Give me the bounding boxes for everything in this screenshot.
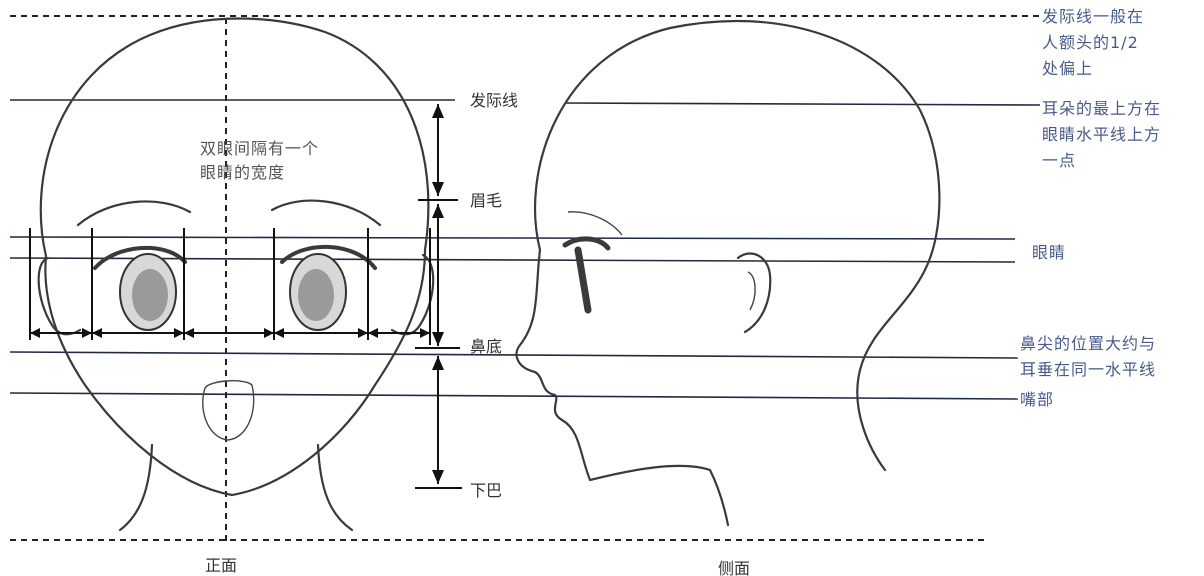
left-eye-pupil bbox=[132, 269, 168, 321]
side-view-label: 侧面 bbox=[718, 559, 750, 576]
eye-guide bbox=[9, 257, 1016, 263]
nose-tip-note-line-1: 鼻尖的位置大约与 bbox=[1020, 334, 1156, 353]
ear-top-note-line-3: 一点 bbox=[1042, 151, 1076, 170]
nose-base-label: 鼻底 bbox=[470, 337, 502, 356]
hairline-label: 发际线 bbox=[470, 91, 518, 110]
hairline-guide-side bbox=[564, 102, 1041, 106]
hairline-note-line-3: 处偏上 bbox=[1042, 59, 1093, 78]
eye-width-measure bbox=[29, 228, 431, 345]
hairline-note-line-1: 发际线一般在 bbox=[1042, 7, 1144, 26]
eye-gap-note-line-2: 眼睛的宽度 bbox=[200, 163, 285, 182]
side-face bbox=[515, 19, 941, 527]
vertical-proportion-arrows bbox=[415, 104, 462, 489]
eye-gap-note-line-1: 双眼间隔有一个 bbox=[200, 139, 319, 158]
front-face bbox=[37, 17, 435, 532]
hairline-note-line-2: 人额头的1/2 bbox=[1042, 33, 1139, 52]
eyebrow-label: 眉毛 bbox=[470, 191, 502, 210]
ear-top-note-line-1: 耳朵的最上方在 bbox=[1042, 99, 1161, 118]
mouth-label: 嘴部 bbox=[1020, 390, 1054, 409]
eyebrow-guide bbox=[9, 236, 1016, 240]
front-mouth bbox=[202, 380, 255, 441]
ear-top-note-line-2: 眼睛水平线上方 bbox=[1042, 125, 1161, 144]
chin-label: 下巴 bbox=[470, 481, 502, 500]
nose-tip-note-line-2: 耳垂在同一水平线 bbox=[1020, 360, 1156, 379]
mouth-guide bbox=[9, 392, 1019, 400]
right-eye-pupil bbox=[298, 269, 334, 321]
eyes-label: 眼睛 bbox=[1032, 243, 1066, 262]
front-view-label: 正面 bbox=[205, 556, 237, 575]
nose-base-guide bbox=[9, 351, 1019, 359]
